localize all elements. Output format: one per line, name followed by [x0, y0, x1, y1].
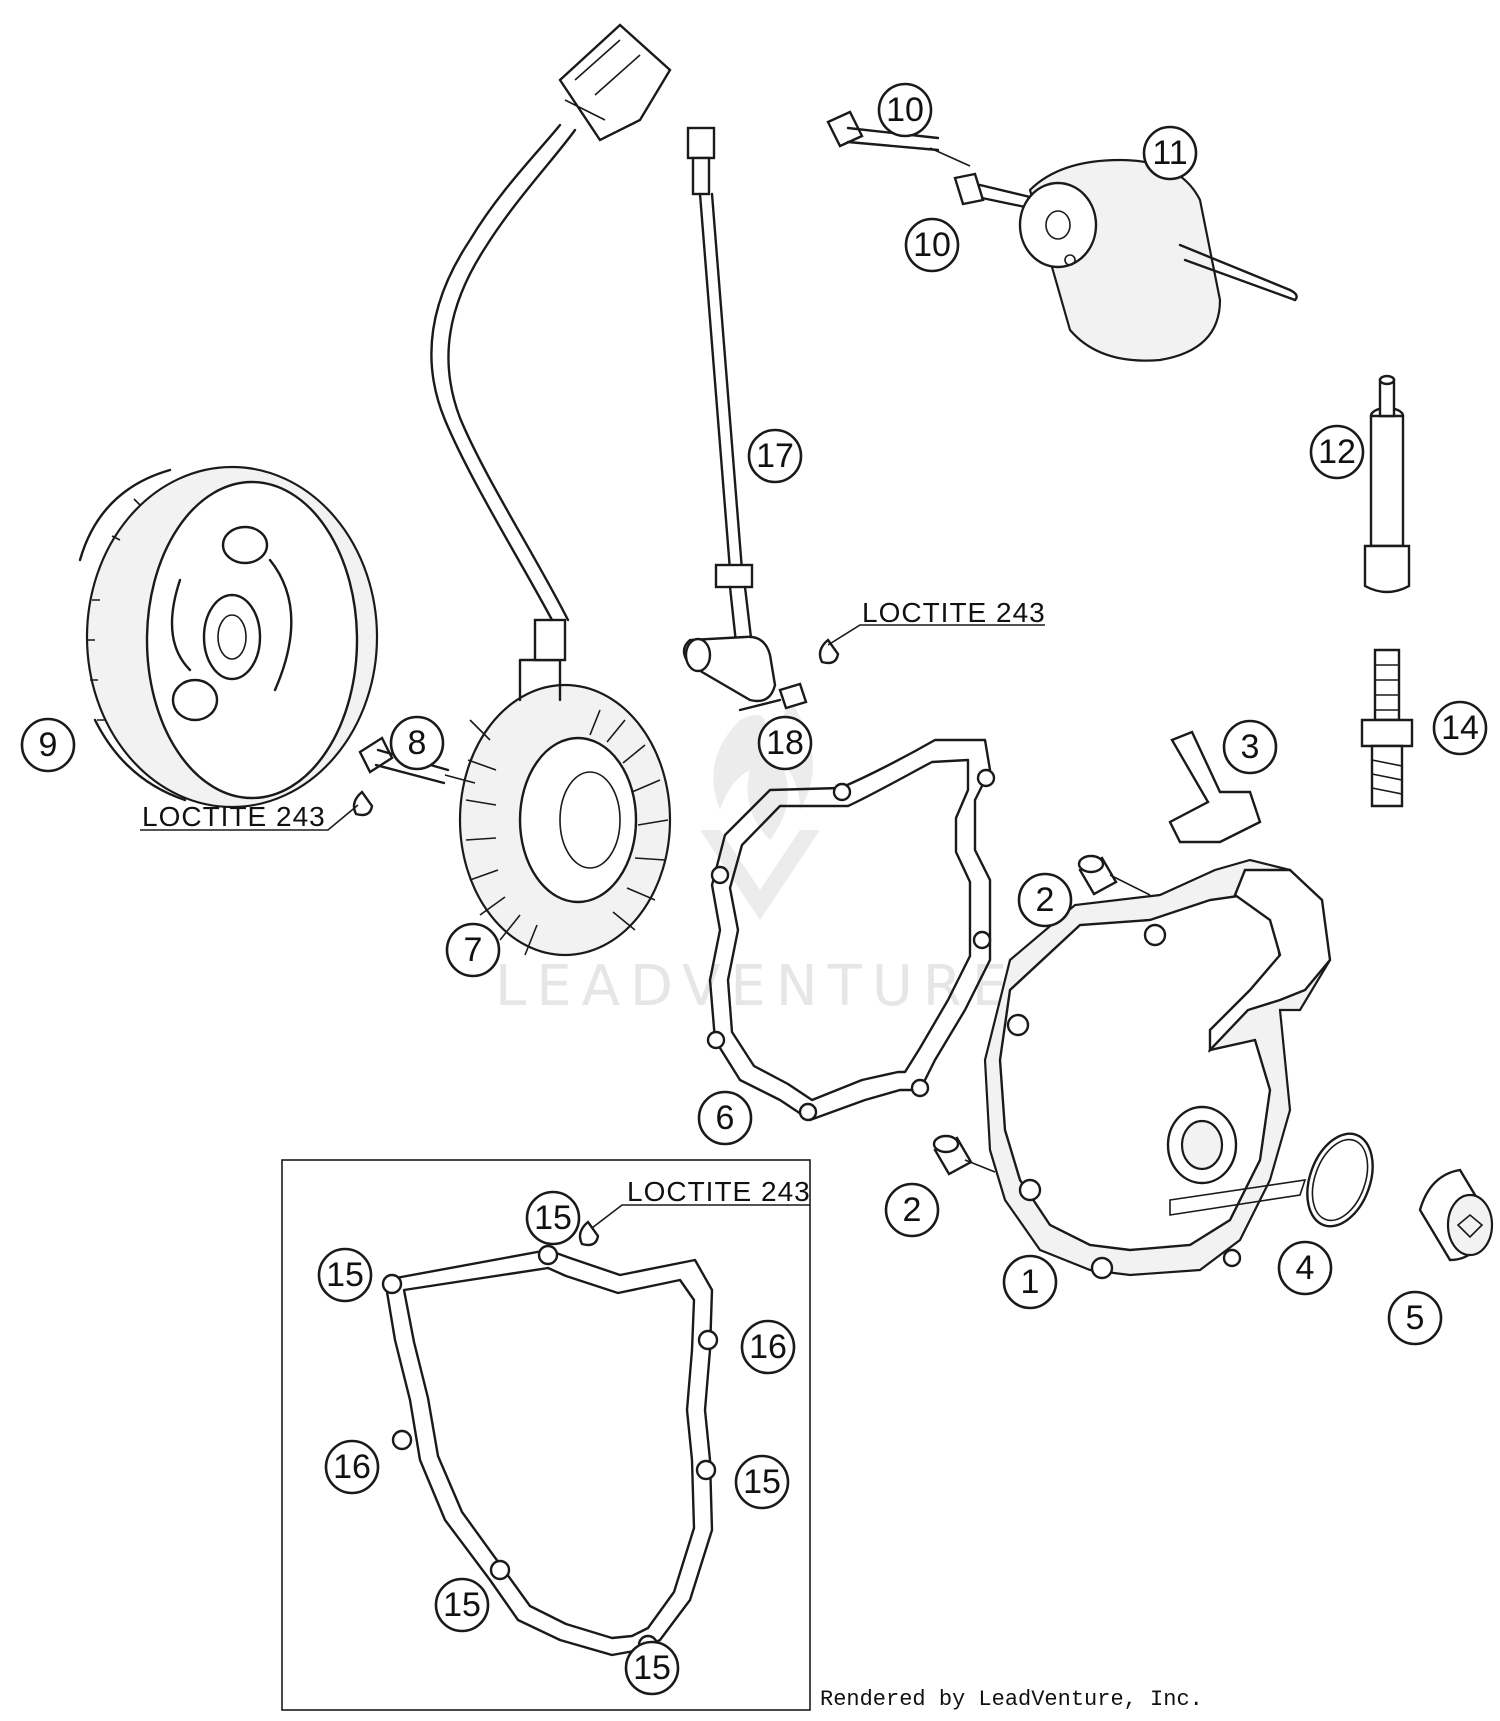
- callout-18: 18: [757, 715, 813, 771]
- callout-3: 3: [1222, 719, 1278, 775]
- svg-text:1: 1: [1021, 1263, 1040, 1301]
- svg-text:15: 15: [443, 1586, 481, 1624]
- callout-9: 9: [20, 717, 76, 773]
- svg-text:10: 10: [886, 91, 924, 129]
- callout-16: 16: [324, 1439, 380, 1495]
- callout-15: 15: [624, 1640, 680, 1696]
- svg-text:2: 2: [1036, 881, 1055, 919]
- callout-15: 15: [317, 1247, 373, 1303]
- callout-10: 10: [904, 217, 960, 273]
- callout-2: 2: [884, 1182, 940, 1238]
- svg-text:10: 10: [913, 226, 951, 264]
- svg-text:6: 6: [716, 1099, 735, 1137]
- svg-text:LOCTITE 243: LOCTITE 243: [862, 597, 1046, 628]
- part-dowel-2a: [1077, 854, 1151, 896]
- part-oring-4: [1306, 1132, 1374, 1228]
- svg-text:15: 15: [534, 1199, 572, 1237]
- part-dowel-2b: [932, 1134, 996, 1176]
- svg-text:15: 15: [326, 1256, 364, 1294]
- callout-4: 4: [1277, 1240, 1333, 1296]
- part-gasket-kit: [381, 1244, 719, 1657]
- svg-text:LOCTITE 243: LOCTITE 243: [142, 801, 326, 832]
- svg-text:18: 18: [766, 724, 804, 762]
- part-starter-motor: [826, 110, 1298, 362]
- svg-text:11: 11: [1152, 134, 1187, 172]
- callout-7: 7: [445, 922, 501, 978]
- part-flywheel-rotor: [78, 465, 379, 809]
- callout-15: 15: [734, 1454, 790, 1510]
- svg-text:12: 12: [1318, 433, 1356, 471]
- part-bracket-3: [1168, 730, 1262, 844]
- part-stator: [430, 23, 672, 957]
- callout-2: 2: [1017, 872, 1073, 928]
- loctite-note-left: LOCTITE 243: [140, 801, 359, 832]
- svg-text:3: 3: [1241, 728, 1260, 766]
- part-ignition-cover: [983, 858, 1332, 1280]
- loctite-note-top: LOCTITE 243: [827, 597, 1046, 646]
- loctite-drop-top: [818, 638, 840, 665]
- part-14: [1360, 648, 1414, 808]
- svg-text:16: 16: [333, 1448, 371, 1486]
- svg-text:2: 2: [903, 1191, 922, 1229]
- callout-5: 5: [1387, 1290, 1443, 1346]
- callout-14: 14: [1432, 700, 1488, 756]
- callout-1: 1: [1002, 1254, 1058, 1310]
- svg-text:5: 5: [1406, 1299, 1425, 1337]
- svg-text:9: 9: [39, 726, 58, 764]
- callout-8: 8: [389, 715, 445, 771]
- render-credit: Rendered by LeadVenture, Inc.: [820, 1687, 1203, 1712]
- part-gasket-6: [706, 738, 996, 1122]
- part-plug-5: [1418, 1168, 1494, 1262]
- gasket-kit-box: [281, 1159, 811, 1711]
- part-pickup-sensor: [682, 126, 808, 712]
- svg-text:17: 17: [756, 437, 794, 475]
- callout-6: 6: [697, 1090, 753, 1146]
- callout-12: 12: [1309, 424, 1365, 480]
- callout-15: 15: [434, 1577, 490, 1633]
- loctite-note-kit: LOCTITE 243: [591, 1176, 811, 1229]
- callout-10: 10: [877, 82, 933, 138]
- callout-11: 11: [1142, 125, 1198, 181]
- svg-text:8: 8: [408, 724, 427, 762]
- loctite-drop-kit: [578, 1220, 600, 1247]
- loctite-drop-left: [352, 790, 374, 817]
- svg-text:4: 4: [1296, 1249, 1315, 1287]
- callout-17: 17: [747, 428, 803, 484]
- svg-text:LOCTITE 243: LOCTITE 243: [627, 1176, 811, 1207]
- svg-text:14: 14: [1441, 709, 1479, 747]
- svg-text:15: 15: [743, 1463, 781, 1501]
- svg-text:15: 15: [633, 1649, 671, 1687]
- svg-text:16: 16: [749, 1328, 787, 1366]
- callout-15: 15: [525, 1190, 581, 1246]
- part-shaft-12: [1363, 374, 1411, 594]
- svg-text:7: 7: [464, 931, 483, 969]
- watermark-text: LEADVENTURE: [495, 954, 1017, 1019]
- callout-16: 16: [740, 1319, 796, 1375]
